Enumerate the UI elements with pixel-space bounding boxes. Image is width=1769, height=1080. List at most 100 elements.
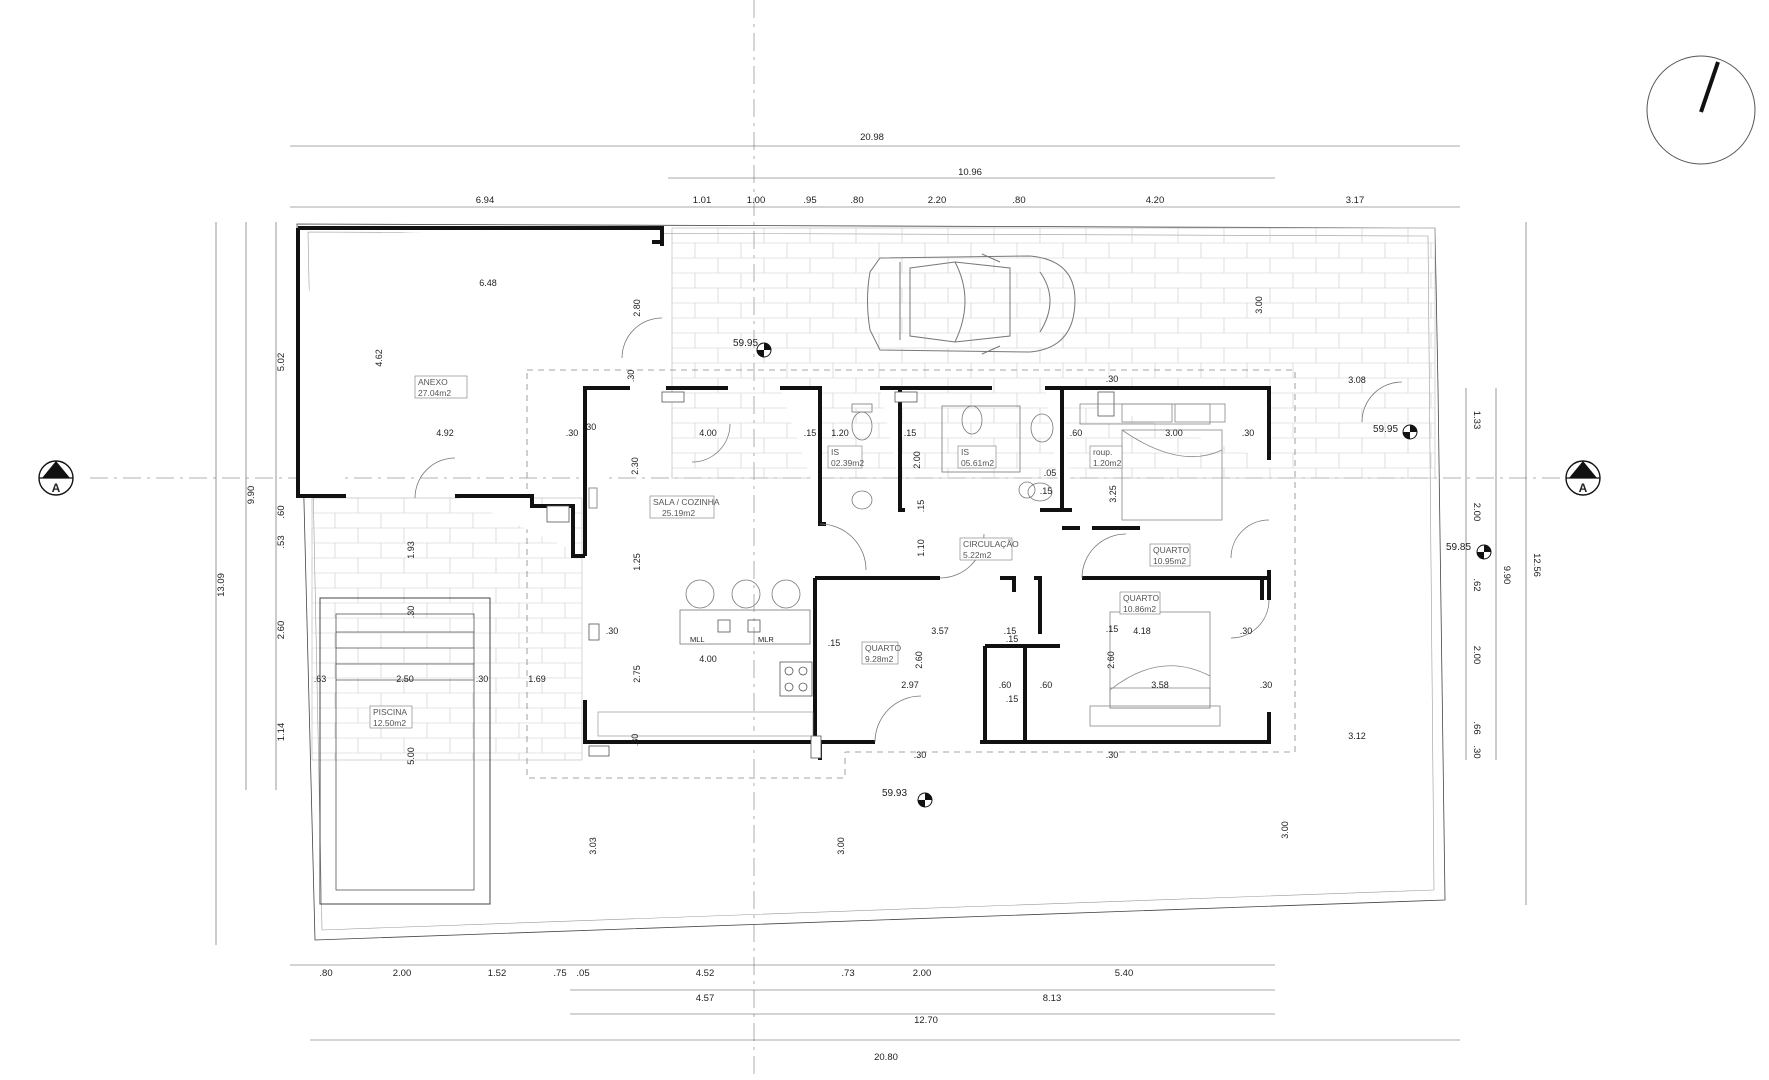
dim-left-sub: 9.90: [246, 486, 257, 505]
svg-text:IS: IS: [831, 447, 839, 457]
dim-top-seg: 3.17: [1346, 195, 1365, 206]
inner-dim: .15: [1004, 626, 1017, 636]
dim-bottom-row3: 12.70: [914, 1015, 938, 1026]
room-tag-piscina: PISCINA 12.50m2: [369, 705, 413, 729]
inner-dim: .30: [630, 734, 640, 747]
dim-left-seg: 2.60: [276, 621, 287, 640]
svg-text:QUARTO: QUARTO: [865, 643, 901, 653]
dim-right-seg: 2.00: [1471, 503, 1482, 522]
dim-right-seg: 1.33: [1471, 411, 1482, 430]
doors: [414, 317, 1403, 743]
inner-dim: 2.80: [632, 299, 642, 317]
inner-dim: 6.48: [479, 278, 497, 288]
dim-bottom-seg: .05: [576, 968, 589, 979]
dim-top-seg: 1.00: [747, 195, 766, 206]
room-tag-circulacao: CIRCULAÇÃO 5.22m2: [959, 537, 1019, 561]
inner-dim: 2.97: [901, 680, 919, 690]
inner-dim: .60: [1040, 680, 1053, 690]
dim-right-seg: .62: [1471, 578, 1482, 591]
svg-text:PISCINA: PISCINA: [373, 707, 407, 717]
inner-dim: .15: [1006, 694, 1019, 704]
dim-top-seg: 6.94: [476, 195, 495, 206]
dim-top-seg: .95: [803, 195, 816, 206]
svg-text:CIRCULAÇÃO: CIRCULAÇÃO: [963, 539, 1019, 549]
inner-dim: .15: [1006, 634, 1019, 644]
room-tag-quarto-2: QUARTO 10.86m2: [1119, 591, 1161, 615]
inner-dim: 4.18: [1133, 626, 1151, 636]
dim-left-seg: .53: [276, 535, 287, 548]
svg-text:SALA / COZINHA: SALA / COZINHA: [653, 497, 720, 507]
dim-right-sub: 9.90: [1501, 566, 1512, 585]
dim-bottom-row2: 8.13: [1043, 993, 1062, 1004]
inner-dim: 3.00: [1254, 296, 1264, 314]
dim-right-seg: .66: [1471, 721, 1482, 734]
inner-dim: .30: [406, 606, 416, 619]
inner-dim: 4.92: [436, 428, 454, 438]
svg-text:9.28m2: 9.28m2: [865, 654, 894, 664]
dim-left-seg: 5.02: [276, 353, 287, 372]
top-dimensions: 20.98 10.96 6.94 1.01 1.00 .95 .80 2.20 …: [476, 132, 1365, 206]
dim-right-overall: 12.56: [1531, 553, 1542, 577]
svg-text:27.04m2: 27.04m2: [418, 388, 451, 398]
svg-text:IS: IS: [961, 447, 969, 457]
room-tag-is-2: IS 05.61m2: [957, 445, 997, 469]
svg-text:5.22m2: 5.22m2: [963, 550, 992, 560]
dim-bottom-seg: 1.52: [488, 968, 507, 979]
dim-left-overall: 13.09: [216, 573, 227, 597]
inner-dim: .30: [476, 674, 489, 684]
inner-dim: .15: [804, 428, 817, 438]
svg-text:QUARTO: QUARTO: [1153, 545, 1189, 555]
dim-bottom-seg: .80: [319, 968, 332, 979]
inner-dim: 2.60: [1106, 651, 1116, 669]
inner-dim: 3.00: [836, 837, 846, 855]
inner-dim: .30: [566, 428, 579, 438]
level-marker: 59.95: [1373, 424, 1418, 440]
level-marker: 59.95: [733, 338, 772, 358]
dim-top-overall: 20.98: [860, 132, 884, 143]
level-markers: 59.95 59.95 59.85 59.93: [733, 338, 1492, 808]
inner-dim: 2.00: [912, 451, 922, 469]
inner-dim: 3.57: [931, 626, 949, 636]
swimming-pool: [319, 597, 491, 905]
room-tag-sala-cozinha: SALA / COZINHA 25.19m2: [649, 495, 720, 519]
room-tag-quarto-3: QUARTO 9.28m2: [861, 641, 901, 665]
inner-dim: 4.62: [374, 349, 384, 367]
svg-text:25.19m2: 25.19m2: [662, 508, 695, 518]
bed-room-2: [1089, 611, 1221, 727]
inner-dim: 3.03: [588, 837, 598, 855]
appliance-mlr: MLR: [758, 635, 774, 644]
bathroom-fixtures: [851, 403, 1054, 510]
inner-dim: 3.25: [1108, 485, 1118, 503]
inner-dim: .30: [1260, 680, 1273, 690]
dim-top-seg: 2.20: [928, 195, 947, 206]
inner-dim: .30: [606, 626, 619, 636]
level-marker: 59.93: [882, 788, 933, 808]
svg-text:59.95: 59.95: [733, 338, 758, 349]
inner-dim: 2.30: [630, 457, 640, 475]
svg-text:02.39m2: 02.39m2: [831, 458, 864, 468]
svg-text:10.86m2: 10.86m2: [1123, 604, 1156, 614]
inner-dim: 2.50: [396, 674, 414, 684]
inner-dim: .30: [1240, 626, 1253, 636]
section-label-left: A: [52, 481, 61, 495]
site-boundary: [296, 223, 1446, 941]
dim-left-seg: 1.14: [276, 723, 287, 742]
terrace-paving: [311, 497, 583, 761]
inner-dim: .60: [1070, 428, 1083, 438]
dim-top-seg: .80: [1012, 195, 1025, 206]
dim-bottom-overall: 20.80: [874, 1052, 898, 1063]
inner-dim: .30: [914, 750, 927, 760]
inner-dim: .63: [314, 674, 327, 684]
svg-text:05.61m2: 05.61m2: [961, 458, 994, 468]
dim-bottom-seg: 4.52: [696, 968, 715, 979]
svg-text:ANEXO: ANEXO: [418, 377, 448, 387]
bed-room-1: [1079, 403, 1226, 521]
dim-right-seg: .30: [1471, 745, 1482, 758]
section-marker-left: A: [38, 460, 74, 496]
kitchen-counter: [588, 487, 814, 737]
inner-dim: .15: [1106, 624, 1119, 634]
dim-right-seg: 2.00: [1471, 646, 1482, 665]
inner-dim: 3.00: [1280, 821, 1290, 839]
dimension-lines: [215, 145, 1527, 1041]
